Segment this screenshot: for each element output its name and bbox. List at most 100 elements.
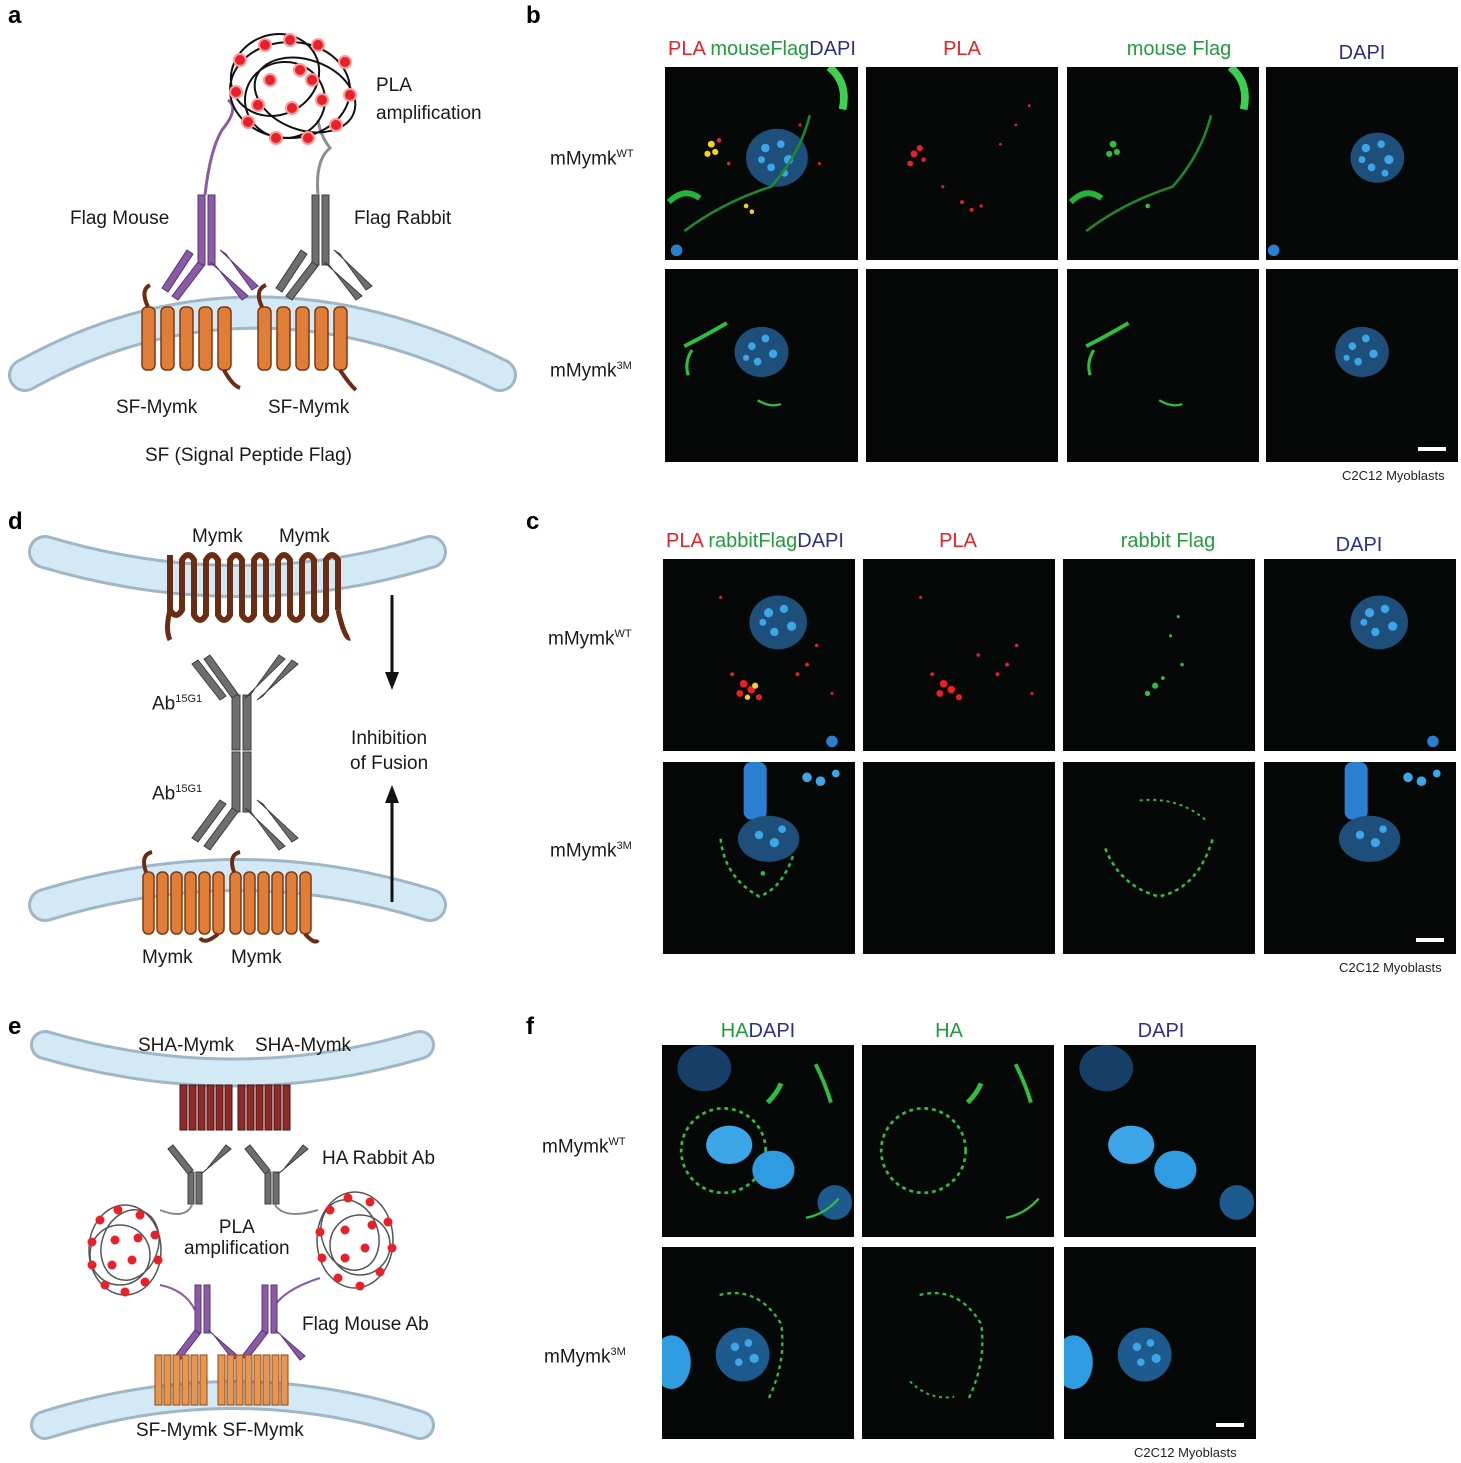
- micrograph: [866, 269, 1058, 462]
- panel-c-header-pla: PLA: [864, 530, 1052, 553]
- sf-caption: SF (Signal Peptide Flag): [145, 445, 352, 466]
- panel-label-a: a: [8, 2, 22, 29]
- header-part: PLA: [668, 38, 711, 60]
- micrograph: [1266, 269, 1458, 462]
- panel-f-row-wt: mMymkWT: [542, 1136, 626, 1158]
- header-part: rabbitFlag: [708, 530, 798, 552]
- header-part: rabbit Flag: [1120, 530, 1216, 552]
- label-base: mMymk: [550, 148, 617, 170]
- label-base: mMymk: [548, 628, 615, 650]
- mymk-bottom-right-label: Mymk: [231, 947, 282, 968]
- pla-amplification-label-e: PLA amplification: [184, 1217, 290, 1259]
- flag-rabbit-antibody: [275, 194, 373, 301]
- label-base: Ab: [152, 693, 176, 715]
- label-superscript: 15G1: [175, 783, 203, 795]
- micrograph: [862, 1045, 1054, 1237]
- panel-b-header-dapi: DAPI: [1266, 42, 1458, 65]
- micrograph: [866, 67, 1058, 260]
- header-part: DAPI: [1137, 1020, 1185, 1042]
- label-superscript: 3M: [610, 1346, 626, 1358]
- mymk-bottom-left-label: Mymk: [142, 947, 193, 968]
- panel-c-row-3m: mMymk3M: [550, 840, 632, 862]
- ha-rabbit-antibodies: [167, 1144, 309, 1205]
- micrograph: [1266, 67, 1458, 260]
- flag-mouse-label: Flag Mouse: [70, 208, 170, 229]
- panel-label-b: b: [526, 2, 541, 29]
- inhibition-of-fusion-label: Inhibition of Fusion: [350, 728, 429, 774]
- header-part: DAPI: [1338, 42, 1386, 64]
- micrograph: [662, 1247, 854, 1439]
- header-part: mouseFlag: [710, 38, 810, 60]
- panel-d-diagram: [28, 535, 447, 944]
- micrograph: [665, 269, 858, 462]
- label-superscript: 3M: [616, 360, 632, 372]
- panel-label-d: d: [8, 508, 23, 535]
- micrograph: [663, 762, 855, 954]
- panel-label-f: f: [526, 1013, 534, 1040]
- panel-b-row-3m: mMymk3M: [550, 360, 632, 382]
- panel-b-header-pla: PLA: [866, 38, 1058, 61]
- pla-dots: [229, 33, 357, 145]
- header-part: PLA: [943, 38, 981, 60]
- mymk-top-left-label: Mymk: [192, 526, 243, 547]
- pla-amplification-label-a: PLA amplification: [376, 75, 482, 124]
- label-base: Ab: [152, 783, 176, 805]
- label-base: mMymk: [550, 360, 617, 382]
- sf-mymk-bottom-label: SF-Mymk SF-Mymk: [136, 1420, 304, 1441]
- flag-mouse-antibodies: [174, 1284, 306, 1361]
- header-part: DAPI: [809, 38, 856, 60]
- micrograph: [662, 1045, 854, 1237]
- header-part: DAPI: [748, 1020, 796, 1042]
- micrograph: [1063, 762, 1255, 954]
- header-part: mouse Flag: [1126, 38, 1232, 60]
- inhibition-arrows: [385, 595, 399, 902]
- flag-mouse-antibody: [161, 194, 259, 301]
- panel-f-header-ha: HA: [862, 1020, 1036, 1043]
- header-part: HA: [720, 1020, 749, 1042]
- ab-15g1-upper-label: Ab15G1: [152, 693, 202, 715]
- ab-15g1-upper: [191, 654, 299, 751]
- label-superscript: 15G1: [175, 693, 203, 705]
- panel-a-diagram: [8, 33, 517, 392]
- sha-mymk-proteins: [179, 1084, 291, 1131]
- panel-label-e: e: [8, 1013, 22, 1040]
- panel-f-header-merge: HADAPI: [662, 1020, 854, 1043]
- micrograph: [665, 67, 858, 260]
- flag-mouse-ab-label: Flag Mouse Ab: [302, 1314, 429, 1335]
- panel-b-caption: C2C12 Myoblasts: [1342, 468, 1445, 483]
- panel-b-header-flag: mouse Flag: [1066, 38, 1292, 61]
- label-base: mMymk: [542, 1136, 609, 1158]
- panel-f-row-3m: mMymk3M: [544, 1346, 626, 1368]
- sha-mymk-right-label: SHA-Mymk: [255, 1035, 352, 1056]
- panel-e-diagram: [30, 1030, 435, 1440]
- sf-mymk-right-label: SF-Mymk: [268, 397, 350, 418]
- scale-bar: [1216, 1423, 1244, 1427]
- header-part: DAPI: [1335, 534, 1383, 556]
- gray-linker: [316, 119, 333, 196]
- header-part: HA: [935, 1020, 963, 1042]
- scale-bar: [1416, 938, 1444, 942]
- header-part: DAPI: [797, 530, 844, 552]
- micrograph: [1064, 1045, 1256, 1237]
- panel-f-header-dapi: DAPI: [1064, 1020, 1258, 1043]
- micrograph: [1067, 67, 1259, 260]
- micrograph: [862, 1247, 1054, 1439]
- panel-c-header-merge: PLA rabbitFlagDAPI: [660, 530, 850, 553]
- panel-c-header-dapi: DAPI: [1264, 534, 1454, 557]
- panel-label-c: c: [526, 508, 540, 535]
- label-superscript: WT: [616, 148, 634, 160]
- label-superscript: 3M: [616, 840, 632, 852]
- micrograph: [1264, 559, 1456, 751]
- panel-c-caption: C2C12 Myoblasts: [1339, 960, 1442, 975]
- mymk-top-right-label: Mymk: [279, 526, 330, 547]
- micrograph: [1063, 559, 1255, 751]
- ha-rabbit-ab-label: HA Rabbit Ab: [322, 1148, 436, 1169]
- sf-mymk-left-label: SF-Mymk: [116, 397, 198, 418]
- sha-mymk-left-label: SHA-Mymk: [138, 1035, 235, 1056]
- purple-linker: [203, 98, 235, 196]
- mymk-top-serpentine: [167, 552, 341, 623]
- micrograph: [863, 559, 1055, 751]
- micrograph: [663, 559, 855, 751]
- micrograph: [863, 762, 1055, 954]
- label-base: mMymk: [550, 840, 617, 862]
